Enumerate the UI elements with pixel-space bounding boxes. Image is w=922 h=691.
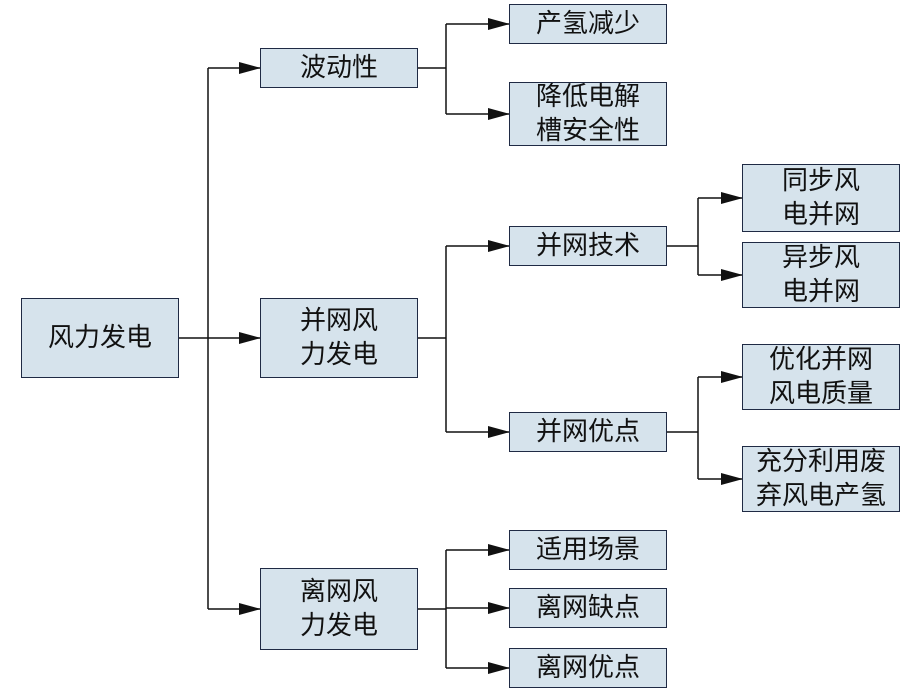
node-safety: 降低电解槽安全性 <box>509 82 667 146</box>
node-label-line: 充分利用废 <box>755 447 886 477</box>
node-label-line: 产氢减少 <box>535 9 640 39</box>
node-volatility: 波动性 <box>260 48 418 88</box>
node-waste: 充分利用废弃风电产氢 <box>742 446 900 512</box>
node-offgrid-dis: 离网缺点 <box>509 588 667 628</box>
node-label-line: 槽安全性 <box>535 116 640 146</box>
node-quality: 优化并网风电质量 <box>742 344 900 410</box>
node-async: 异步风电并网 <box>742 242 900 308</box>
node-label-line: 力发电 <box>299 611 378 641</box>
node-sync: 同步风电并网 <box>742 164 900 232</box>
node-label-line: 并网风 <box>299 306 378 336</box>
node-label-line: 离网缺点 <box>535 593 640 623</box>
node-label-line: 波动性 <box>299 53 378 83</box>
node-label-line: 并网技术 <box>535 231 640 261</box>
node-label-line: 适用场景 <box>535 535 640 565</box>
node-h2-reduce: 产氢减少 <box>509 4 667 44</box>
node-label-line: 同步风 <box>781 166 860 196</box>
node-label-line: 电并网 <box>781 277 860 307</box>
node-label-line: 并网优点 <box>535 417 640 447</box>
node-label-line: 异步风 <box>781 243 860 273</box>
node-label-line: 离网风 <box>299 577 378 607</box>
node-scenario: 适用场景 <box>509 530 667 570</box>
node-grid-tech: 并网技术 <box>509 226 667 266</box>
node-label-line: 风电质量 <box>768 379 873 409</box>
node-offgrid-wind: 离网风力发电 <box>260 568 418 650</box>
node-label-line: 降低电解 <box>535 82 640 112</box>
node-grid-adv: 并网优点 <box>509 412 667 452</box>
node-grid-wind: 并网风力发电 <box>260 298 418 378</box>
node-label-line: 优化并网 <box>768 345 873 375</box>
node-offgrid-adv: 离网优点 <box>509 648 667 688</box>
node-label-line: 力发电 <box>299 340 378 370</box>
node-root: 风力发电 <box>21 298 179 378</box>
node-label-line: 电并网 <box>781 200 860 230</box>
node-label-line: 弃风电产氢 <box>755 481 886 511</box>
node-label-line: 风力发电 <box>47 323 152 353</box>
node-label-line: 离网优点 <box>535 653 640 683</box>
